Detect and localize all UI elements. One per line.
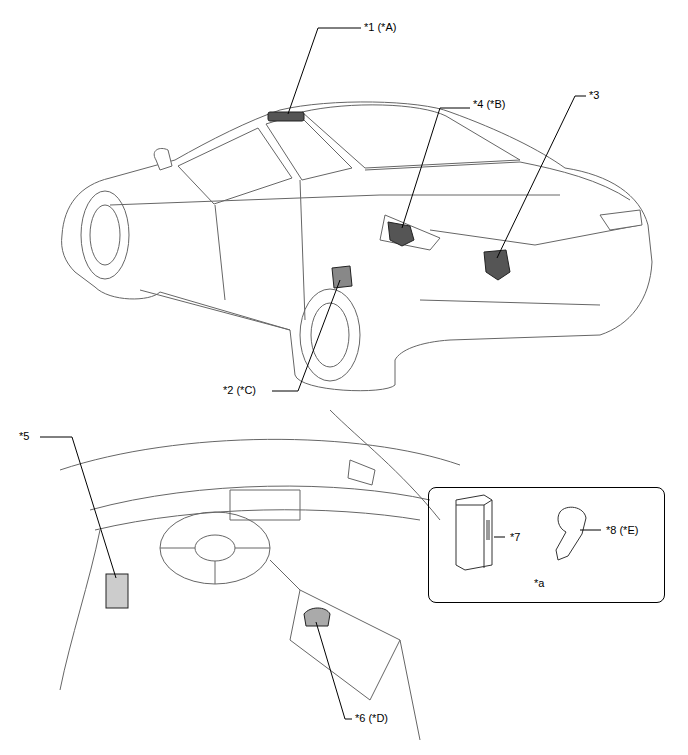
callout-number: *7 [509, 531, 521, 544]
callout-number: *5 [18, 430, 30, 443]
callout-number: *3 [588, 89, 600, 102]
callout-number: *8 (*E) [605, 524, 639, 537]
inset-box: *7 *8 (*E) *a [428, 487, 665, 603]
callout-number: *6 (*D) [354, 712, 389, 725]
callout-number: *2 (*C) [222, 384, 257, 397]
callout-number: *a [533, 577, 545, 590]
callout-number: *4 (*B) [472, 98, 506, 111]
callout-number: *1 (*A) [363, 21, 397, 34]
